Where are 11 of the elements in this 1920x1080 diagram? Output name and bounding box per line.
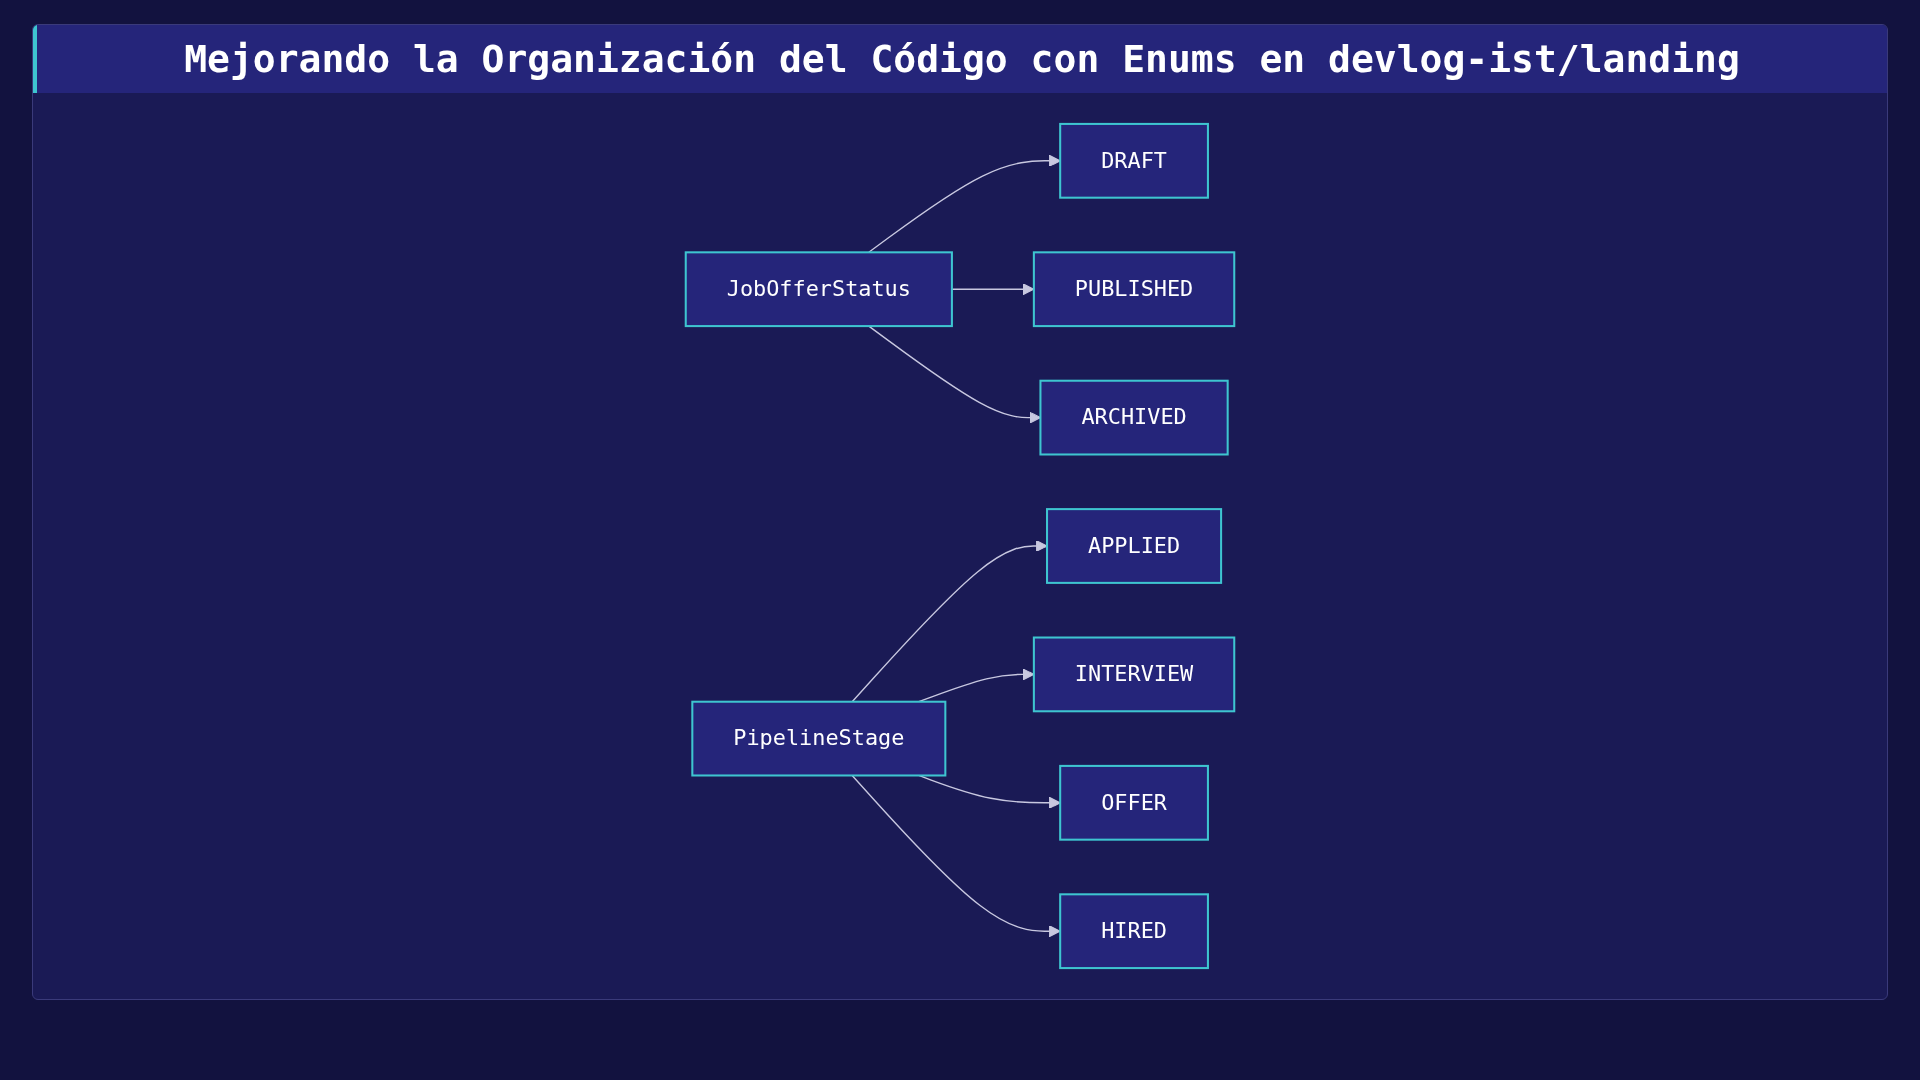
- node-box: PipelineStage: [691, 700, 947, 777]
- node-box: APPLIED: [1046, 508, 1223, 584]
- arrow: [868, 154, 1061, 253]
- node-box: HIRED: [1059, 893, 1209, 970]
- node-box: JobOfferStatus: [684, 251, 953, 328]
- node-box: PUBLISHED: [1032, 251, 1236, 328]
- node-box: OFFER: [1059, 764, 1209, 841]
- diagram-title: Mejorando la Organización del Código con Enums en devlog-ist/landing: [33, 25, 1887, 93]
- node-box: INTERVIEW: [1032, 636, 1236, 713]
- node-box: DRAFT: [1059, 122, 1209, 199]
- node-box: ARCHIVED: [1039, 379, 1229, 456]
